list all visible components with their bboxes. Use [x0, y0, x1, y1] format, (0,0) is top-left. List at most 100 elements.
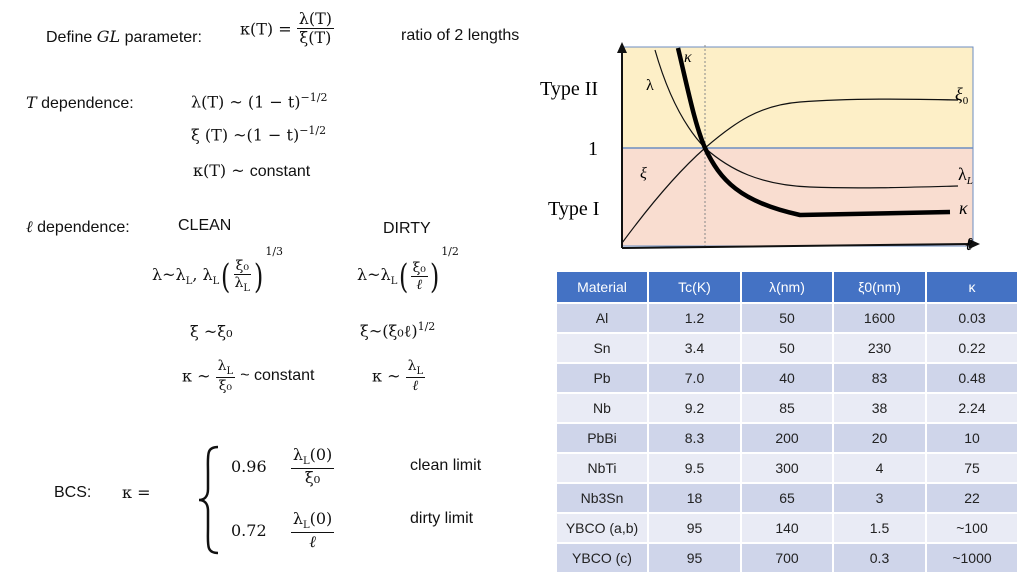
xi-t-exponent: −1/2	[299, 124, 327, 137]
clean-kappa-num-text: λ	[217, 358, 227, 374]
kappa-curve	[675, 47, 951, 218]
table-cell: 7.0	[648, 362, 742, 393]
table-cell: 0.03	[926, 302, 1017, 333]
table-cell: 3.4	[648, 332, 742, 363]
table-cell: Nb	[557, 392, 649, 423]
bcs-dirty-num-tail: (0)	[309, 509, 333, 528]
table-cell: Al	[557, 302, 649, 333]
clean-lambda-mid: , λ	[192, 265, 213, 285]
type2-region	[621, 46, 974, 149]
table-cell: 75	[926, 452, 1017, 483]
dirty-kappa-num: λL	[405, 358, 426, 379]
clean-kappa-lhs: κ ~	[182, 366, 211, 386]
dirty-xi-text: ξ~(ξ₀ℓ)	[360, 321, 418, 341]
t-dependence-text: dependence:	[41, 95, 134, 112]
dirty-frac-den: ℓ	[416, 277, 423, 293]
dirty-kappa-lhs: κ ~	[372, 366, 401, 386]
sub-l: L	[226, 365, 234, 377]
table-cell: 2.24	[926, 392, 1017, 423]
xi-curve	[621, 98, 959, 244]
clean-xi-formula: ξ ~ξ₀	[190, 322, 233, 341]
bcs-clean-formula: 0.96 λL(0) ξ₀	[231, 445, 335, 487]
xi-curve-label: ξ	[640, 165, 647, 182]
gl-symbol: GL	[96, 27, 121, 46]
table-cell: 300	[741, 452, 834, 483]
kappa-lhs: κ(T) =	[240, 19, 292, 39]
xi0-label: ξ0	[955, 84, 969, 107]
clean-lambda-lhs: λ~λ	[152, 265, 186, 285]
kappa-denominator: ξ(T)	[299, 28, 332, 48]
l-dependence-text: dependence:	[37, 219, 130, 236]
bcs-dirty-fraction: λL(0) ℓ	[290, 509, 335, 551]
table-cell: 10	[926, 422, 1017, 453]
table-cell: 22	[926, 482, 1017, 513]
table-cell: 9.2	[648, 392, 742, 423]
xi0-sub: 0	[963, 95, 969, 107]
kappa-vs-ell-diagram: Type II Type I 1 κ λ ξ ξ0 λL κ ℓ	[540, 42, 980, 254]
kappa-one-label: 1	[588, 138, 598, 160]
table-cell: 1600	[833, 302, 927, 333]
table-cell: 3	[833, 482, 927, 513]
x-axis-arrow	[969, 239, 980, 249]
kappa-numerator: λ(T)	[296, 9, 335, 30]
t-symbol: T	[26, 93, 37, 112]
table-cell: ~1000	[926, 542, 1017, 572]
sub-l: L	[212, 276, 220, 288]
table-cell: 9.5	[648, 452, 742, 483]
kappa-t-constant: constant	[249, 163, 311, 180]
xi-t-text: ξ (T) ~(1 − t)	[191, 125, 300, 145]
sub-l: L	[302, 520, 310, 532]
bcs-clean-fraction: λL(0) ξ₀	[290, 445, 335, 487]
dirty-limit-note: dirty limit	[410, 510, 474, 527]
paren-open: (	[221, 256, 231, 297]
define-label: Define	[46, 29, 93, 46]
table-cell: 65	[741, 482, 834, 513]
header-tc: Tc(K)	[648, 272, 742, 303]
table-cell: 200	[741, 422, 834, 453]
clean-kappa-constant: ~ constant	[240, 367, 315, 385]
bcs-label: BCS:	[54, 484, 92, 501]
clean-kappa-den: ξ₀	[218, 378, 233, 395]
table-header-row: Material Tc(K) λ(nm) ξ0(nm) κ	[557, 272, 1017, 303]
dirty-lambda-lhs: λ~λ	[357, 265, 391, 285]
clean-heading: CLEAN	[178, 217, 232, 234]
t-dependence-label: T dependence:	[26, 93, 134, 113]
dirty-kappa-num-text: λ	[407, 358, 417, 374]
clean-kappa-formula: κ ~ λL ξ₀ ~ constant	[182, 358, 314, 394]
table-cell: 4	[833, 452, 927, 483]
bcs-dirty-formula: 0.72 λL(0) ℓ	[231, 509, 335, 551]
table-cell: 18	[648, 482, 742, 513]
bcs-clean-num: λL(0)	[290, 445, 335, 469]
clean-frac-num: ξ₀	[233, 258, 251, 276]
dirty-exponent: 1/2	[441, 245, 459, 258]
table-cell: 1.5	[833, 512, 927, 543]
table-cell: YBCO (a,b)	[557, 512, 649, 543]
ell-symbol: ℓ	[26, 217, 33, 236]
bcs-clean-coef: 0.96	[231, 457, 267, 477]
dirty-heading: DIRTY	[383, 220, 431, 237]
sub-l: L	[416, 365, 424, 377]
define-line: Define GL parameter:	[46, 27, 202, 47]
lambda-t-formula: λ(T) ~ (1 − t)−1/2	[191, 91, 327, 111]
lambda-curve-label: λ	[646, 77, 654, 94]
kappa-definition: κ(T) = λ(T) ξ(T)	[240, 9, 335, 48]
sub-l: L	[390, 276, 398, 288]
table-cell: Pb	[557, 362, 649, 393]
clean-kappa-num: λL	[215, 358, 236, 379]
table-cell: 0.3	[833, 542, 927, 572]
xi-t-formula: ξ (T) ~(1 − t)−1/2	[191, 124, 326, 144]
dirty-xi-exponent: 1/2	[417, 320, 436, 333]
lambda-curve	[654, 49, 959, 189]
table-cell: 40	[741, 362, 834, 393]
table-cell: 95	[648, 542, 742, 572]
